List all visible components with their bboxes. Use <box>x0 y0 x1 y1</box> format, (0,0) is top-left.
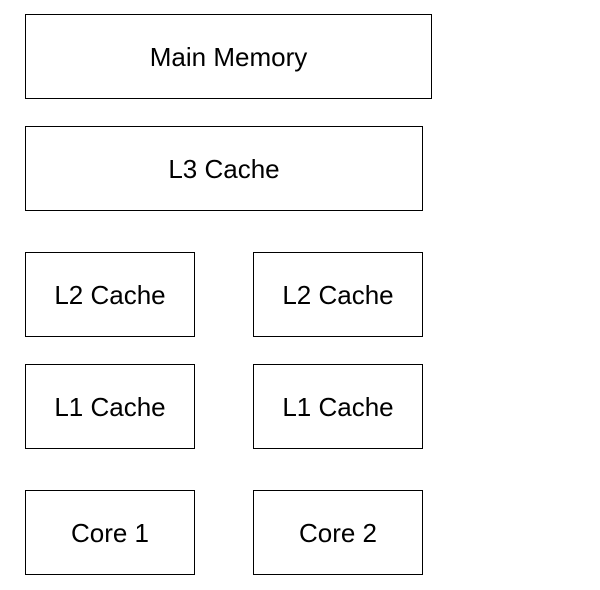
l1-cache-box-core-1: L1 Cache <box>25 364 195 449</box>
core-1-box: Core 1 <box>25 490 195 575</box>
l3-cache-label: L3 Cache <box>168 153 280 184</box>
l2-cache-box-core-1: L2 Cache <box>25 252 195 337</box>
l1-cache-label: L1 Cache <box>282 391 394 422</box>
core-1-label: Core 1 <box>70 517 150 548</box>
l1-cache-label: L1 Cache <box>54 391 166 422</box>
core-2-box: Core 2 <box>253 490 423 575</box>
l2-cache-label: L2 Cache <box>54 279 166 310</box>
l2-cache-box-core-2: L2 Cache <box>253 252 423 337</box>
main-memory-label: Main Memory <box>149 41 308 72</box>
l3-cache-box: L3 Cache <box>25 126 423 211</box>
main-memory-box: Main Memory <box>25 14 432 99</box>
l1-cache-box-core-2: L1 Cache <box>253 364 423 449</box>
l2-cache-label: L2 Cache <box>282 279 394 310</box>
core-2-label: Core 2 <box>298 517 378 548</box>
